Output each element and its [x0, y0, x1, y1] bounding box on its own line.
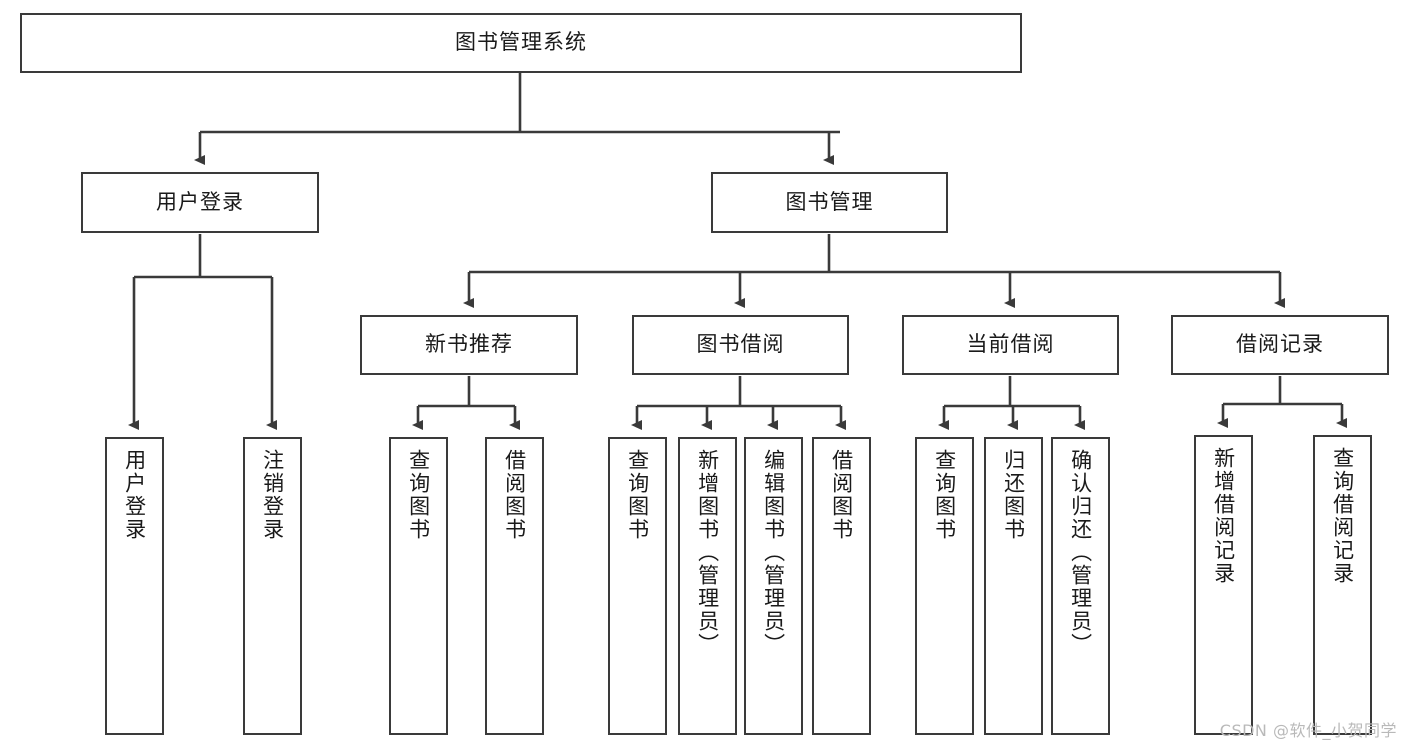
leaf-query-book-2-label: 查询图书	[625, 449, 650, 541]
watermark: CSDN @软件_小贺同学	[1219, 721, 1397, 740]
leaf-user-logout[interactable]: 注销登录	[243, 437, 302, 735]
leaf-edit-book[interactable]: 编辑图书（管理员）	[744, 437, 803, 735]
node-new-book-recommend-label: 新书推荐	[425, 332, 513, 357]
node-book-management[interactable]: 图书管理	[711, 172, 948, 233]
node-borrow-record-label: 借阅记录	[1236, 332, 1324, 357]
node-root-label: 图书管理系统	[455, 30, 587, 55]
leaf-query-book-3-label: 查询图书	[932, 449, 957, 541]
node-new-book-recommend[interactable]: 新书推荐	[360, 315, 578, 375]
leaf-return-book-label: 归还图书	[1001, 449, 1026, 541]
leaf-user-logout-label: 注销登录	[260, 449, 285, 541]
node-borrow-record[interactable]: 借阅记录	[1171, 315, 1389, 375]
leaf-confirm-return-label: 确认归还（管理员）	[1068, 449, 1093, 656]
node-user-login-label: 用户登录	[156, 189, 244, 214]
leaf-add-book[interactable]: 新增图书（管理员）	[678, 437, 737, 735]
node-book-borrow-label: 图书借阅	[696, 332, 785, 357]
leaf-add-record[interactable]: 新增借阅记录	[1194, 435, 1253, 735]
leaf-query-record-label: 查询借阅记录	[1330, 447, 1355, 585]
leaf-confirm-return[interactable]: 确认归还（管理员）	[1051, 437, 1110, 735]
leaf-borrow-book-1-label: 借阅图书	[502, 449, 527, 541]
node-user-login[interactable]: 用户登录	[81, 172, 319, 233]
leaf-edit-book-label: 编辑图书（管理员）	[761, 449, 786, 656]
leaf-query-book-1-label: 查询图书	[406, 449, 431, 541]
leaf-user-login[interactable]: 用户登录	[105, 437, 164, 735]
leaf-query-record[interactable]: 查询借阅记录	[1313, 435, 1372, 735]
leaf-add-book-label: 新增图书（管理员）	[695, 449, 720, 656]
node-book-borrow[interactable]: 图书借阅	[632, 315, 849, 375]
node-current-borrow[interactable]: 当前借阅	[902, 315, 1119, 375]
node-book-management-label: 图书管理	[785, 189, 874, 214]
node-current-borrow-label: 当前借阅	[966, 332, 1055, 357]
leaf-user-login-label: 用户登录	[122, 449, 147, 541]
leaf-query-book-1[interactable]: 查询图书	[389, 437, 448, 735]
leaf-return-book[interactable]: 归还图书	[984, 437, 1043, 735]
node-root[interactable]: 图书管理系统	[20, 13, 1022, 73]
leaf-query-book-3[interactable]: 查询图书	[915, 437, 974, 735]
leaf-borrow-book-2-label: 借阅图书	[829, 449, 854, 541]
leaf-query-book-2[interactable]: 查询图书	[608, 437, 667, 735]
leaf-borrow-book-2[interactable]: 借阅图书	[812, 437, 871, 735]
leaf-add-record-label: 新增借阅记录	[1211, 447, 1236, 585]
leaf-borrow-book-1[interactable]: 借阅图书	[485, 437, 544, 735]
